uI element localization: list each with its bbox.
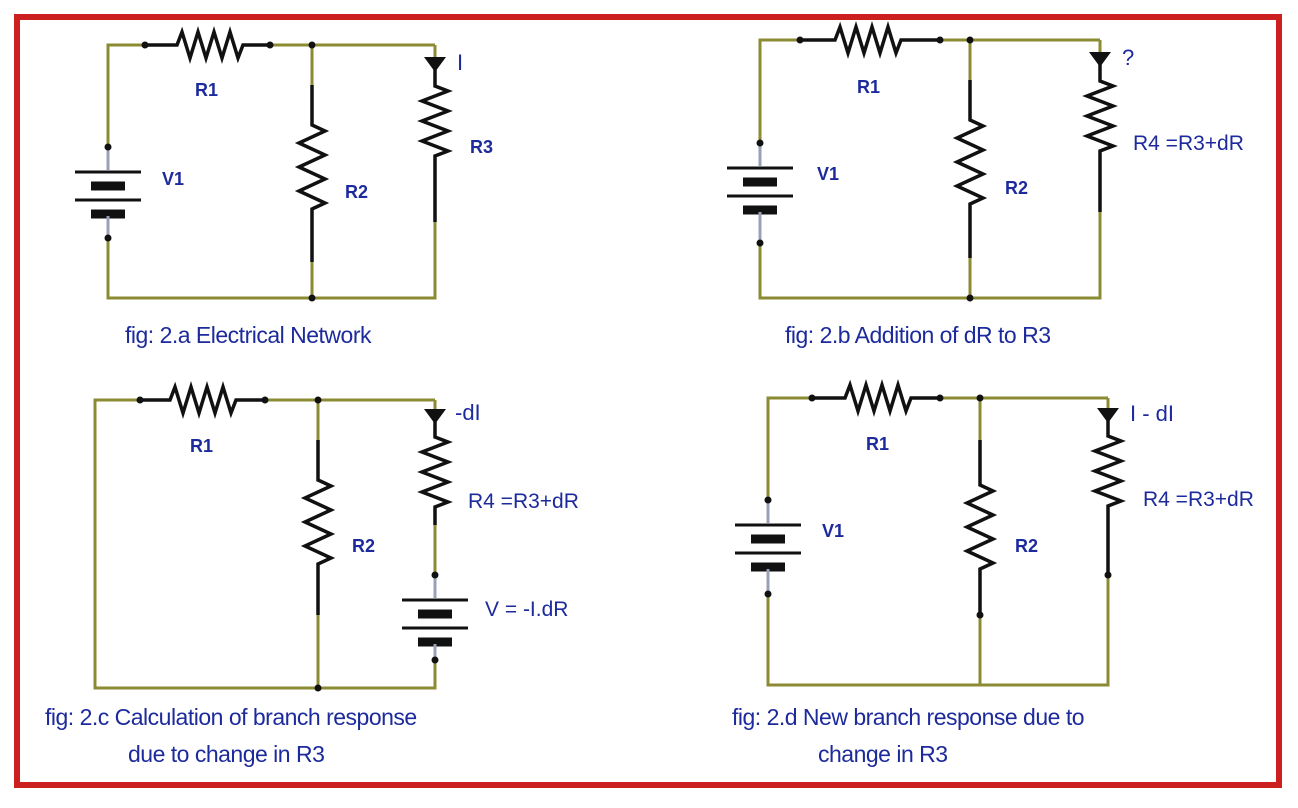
fig2a-caption: fig: 2.a Electrical Network [125, 322, 372, 348]
fig2a-resistor-r1 [145, 26, 270, 64]
fig2d-node [764, 590, 772, 598]
fig2c-caption-line2: due to change in R3 [128, 741, 324, 767]
fig2c-label-current: -dI [455, 400, 481, 425]
fig2a-resistor-r3 [417, 60, 453, 222]
fig2d-label-r2: R2 [1015, 536, 1038, 556]
fig2d-label-r4: R4 =R3+dR [1143, 488, 1254, 511]
fig2c-label-r1: R1 [190, 436, 213, 456]
fig2b-label-r1: R1 [857, 77, 880, 97]
fig2b-label-r4: R4 =R3+dR [1133, 132, 1244, 155]
fig2a-current-arrow [424, 57, 446, 72]
fig2b-wires [758, 38, 1102, 300]
fig2a-node [104, 234, 112, 242]
fig2c-node [136, 396, 144, 404]
fig2a-node [308, 294, 316, 302]
figure-2b: R1 R2 R4 =R3+dR V1 ? fig: 2.b Addition o… [727, 21, 1244, 348]
fig2c-node [314, 684, 322, 692]
fig2a-node [141, 41, 149, 49]
fig2a-label-r3: R3 [470, 137, 493, 157]
fig2d-resistor-r1 [812, 379, 940, 417]
fig2d-label-current: I - dI [1130, 401, 1174, 426]
fig2d-wires [766, 396, 1110, 687]
fig2c-node [314, 396, 322, 404]
fig2b-node [966, 294, 974, 302]
fig2d-label-v1: V1 [822, 521, 844, 541]
fig2c-battery-v [402, 575, 468, 660]
fig2a-node [104, 143, 112, 151]
fig2b-node [936, 36, 944, 44]
fig2d-current-arrow [1097, 408, 1119, 423]
figure-2d: R1 R2 R4 =R3+dR V1 I - dI fig: 2.d New b… [732, 379, 1254, 767]
fig2c-node [261, 396, 269, 404]
fig2c-resistor-r2 [300, 440, 336, 615]
fig2d-caption-line2: change in R3 [818, 741, 948, 767]
fig2d-battery-v1 [735, 500, 801, 594]
fig2c-node [431, 571, 439, 579]
figure-2c: R1 R2 R4 =R3+dR V = -I.dR -dI fig: 2.c C… [45, 381, 579, 767]
fig2a-node [308, 41, 316, 49]
fig2a-label-r2: R2 [345, 182, 368, 202]
fig2a-wires [106, 43, 437, 300]
fig2d-node [1104, 571, 1112, 579]
fig2c-resistor-r1 [140, 381, 265, 419]
fig2b-label-current: ? [1122, 45, 1134, 70]
fig2b-node [756, 139, 764, 147]
fig2a-label-r1: R1 [195, 80, 218, 100]
fig2a-label-current: I [457, 50, 463, 75]
fig2c-caption-line1: fig: 2.c Calculation of branch response [45, 704, 417, 730]
fig2b-current-arrow [1089, 52, 1111, 67]
fig2d-resistor-r4 [1090, 410, 1126, 575]
fig2b-resistor-r2 [952, 80, 988, 258]
fig2d-node [976, 611, 984, 619]
fig2c-resistor-r4 [417, 412, 453, 525]
fig2c-node [431, 656, 439, 664]
fig2b-resistor-r4 [1082, 55, 1118, 212]
fig2c-label-r2: R2 [352, 536, 375, 556]
fig2c-label-r4: R4 =R3+dR [468, 490, 579, 513]
fig2d-node [936, 394, 944, 402]
fig2c-current-arrow [424, 409, 446, 424]
fig2b-resistor-r1 [800, 21, 940, 59]
fig2b-label-v1: V1 [817, 164, 839, 184]
fig2b-node [966, 36, 974, 44]
fig2a-battery-v1 [75, 147, 141, 238]
fig2c-wires [93, 398, 437, 690]
fig2b-caption: fig: 2.b Addition of dR to R3 [785, 322, 1051, 348]
fig2d-resistor-r2 [962, 440, 998, 615]
fig2d-node [764, 496, 772, 504]
fig2b-node [796, 36, 804, 44]
diagram-frame [14, 14, 1282, 788]
fig2c-label-vsrc: V = -I.dR [485, 598, 568, 621]
fig2a-resistor-r2 [294, 85, 330, 262]
fig2d-node [976, 394, 984, 402]
fig2a-label-v1: V1 [162, 169, 184, 189]
fig2b-label-r2: R2 [1005, 178, 1028, 198]
fig2d-label-r1: R1 [866, 434, 889, 454]
fig2b-node [756, 239, 764, 247]
fig2d-caption-line1: fig: 2.d New branch response due to [732, 704, 1084, 730]
fig2b-battery-v1 [727, 143, 793, 243]
fig2a-node [266, 41, 274, 49]
fig2d-node [808, 394, 816, 402]
figure-2a: R1 R2 R3 V1 I fig: 2.a Electrical Networ… [75, 26, 493, 348]
